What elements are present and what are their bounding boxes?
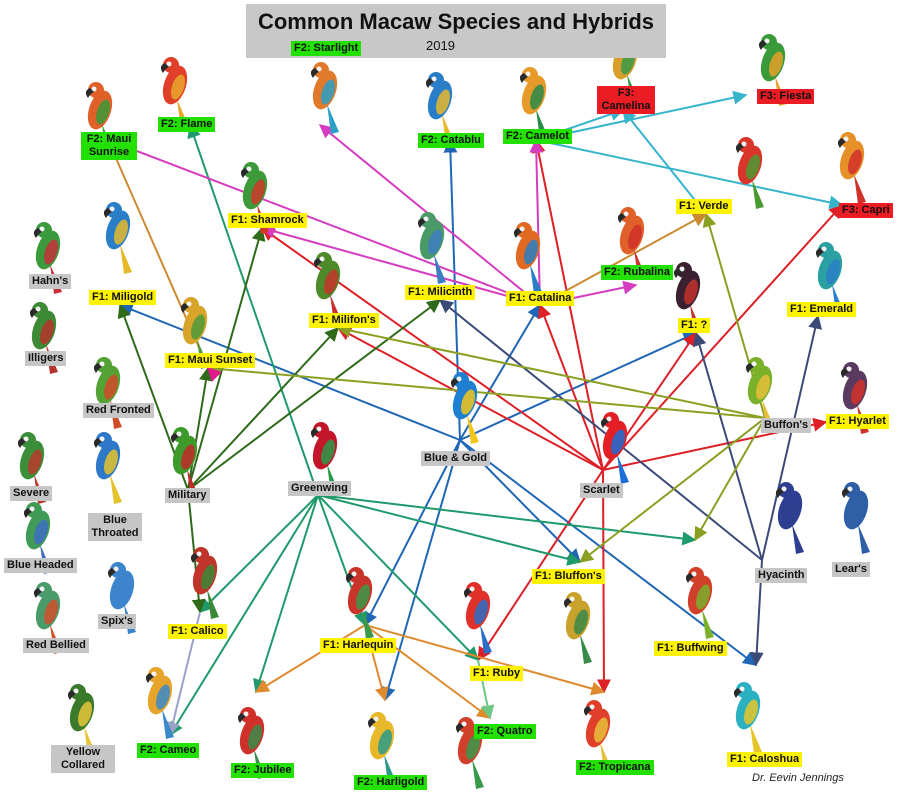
bird-scarlet-icon: [600, 412, 629, 484]
label-f3-camelina: F3: Camelina: [597, 86, 655, 114]
bird-hyacinth-icon: [775, 482, 804, 554]
bird-f1-verde-icon: [735, 137, 764, 209]
label-yellow-collared: Yellow Collared: [51, 745, 115, 773]
label-scarlet: Scarlet: [580, 483, 623, 498]
label-hyacinth: Hyacinth: [755, 568, 808, 583]
label-f2-jubilee: F2: Jubilee: [231, 763, 295, 778]
label-f3-fiesta: F3: Fiesta: [757, 89, 815, 104]
label-f1-miligold: F1: Miligold: [89, 290, 157, 305]
label-f1-verde: F1: Verde: [676, 199, 732, 214]
bird-f1-ruby-icon: [463, 582, 492, 654]
label-f1-unknown: F1: ?: [678, 318, 711, 333]
bird-f1-miligold-icon: [103, 202, 132, 274]
label-f2-tropicana: F2: Tropicana: [576, 760, 654, 775]
label-f1-emerald: F1: Emerald: [787, 302, 856, 317]
bird-f1-milifons-icon: [313, 252, 342, 324]
bird-f2-harligold-icon: [367, 712, 396, 784]
label-severe: Severe: [10, 486, 53, 501]
label-f2-catablu: F2: Catablu: [418, 133, 484, 148]
bird-f1-catalina-icon: [513, 222, 542, 294]
label-lears: Lear's: [832, 562, 870, 577]
label-f1-bluffons: F1: Bluffon's: [532, 569, 605, 584]
label-red-fronted: Red Fronted: [83, 403, 154, 418]
label-blue-throated: Blue Throated: [88, 513, 142, 541]
bird-f2-quatro-icon: [455, 717, 484, 789]
label-f2-harligold: F2: Harligold: [354, 775, 428, 790]
label-f2-maui-sunrise: F2: Maui Sunrise: [81, 132, 137, 160]
label-f1-buffwing: F1: Buffwing: [654, 641, 727, 656]
bird-f2-starlight-icon: [310, 62, 339, 134]
label-f1-hyarlet: F1: Hyarlet: [826, 414, 889, 429]
bird-f1-buffwing-icon: [685, 567, 714, 639]
bird-blue-throated-icon: [93, 432, 122, 504]
label-f1-milicinth: F1: Milicinth: [405, 285, 476, 300]
label-f2-rubalina: F2: Rubalina: [601, 265, 674, 280]
label-f3-capri: F3: Capri: [839, 203, 893, 218]
label-f2-quatro: F2: Quatro: [474, 724, 536, 739]
author-credit: Dr. Eevin Jennings: [752, 772, 844, 784]
label-spixs: Spix's: [98, 614, 136, 629]
label-hahns: Hahn's: [29, 274, 72, 289]
label-blue-gold: Blue & Gold: [421, 451, 490, 466]
bird-f1-milicinth-icon: [417, 212, 446, 284]
bird-f1-calico-icon: [190, 547, 219, 619]
label-military: Military: [165, 488, 210, 503]
label-f1-shamrock: F1: Shamrock: [228, 213, 307, 228]
label-buffons: Buffon's: [761, 418, 812, 433]
label-f2-flame: F2: Flame: [158, 117, 216, 132]
bird-f1-shamrock-icon: [240, 162, 269, 234]
bird-f1-maui-sunset-icon: [180, 297, 209, 369]
bird-f2-jubilee-icon: [237, 707, 266, 779]
label-f1-catalina: F1: Catalina: [506, 291, 575, 306]
page-title: Common Macaw Species and Hybrids: [257, 9, 655, 34]
label-f1-caloshua: F1: Caloshua: [727, 752, 803, 767]
label-blue-headed: Blue Headed: [4, 558, 77, 573]
bird-f2-catablu-icon: [425, 72, 454, 144]
bird-f1-harlequin-icon: [345, 567, 374, 639]
bird-f2-cameo-icon: [145, 667, 174, 739]
bird-f1-bluffons-icon: [563, 592, 592, 664]
bird-f1-caloshua-icon: [733, 682, 762, 754]
label-f2-camelot: F2: Camelot: [503, 129, 572, 144]
bird-lears-icon: [841, 482, 870, 554]
label-f1-harlequin: F1: Harlequin: [320, 638, 397, 653]
label-f1-calico: F1: Calico: [168, 624, 227, 639]
label-f2-starlight: F2: Starlight: [291, 41, 362, 56]
bird-red-fronted-icon: [93, 357, 122, 429]
bird-f1-emerald-icon: [815, 242, 844, 314]
bird-f3-capri-icon: [837, 132, 866, 204]
label-f1-maui-sunset: F1: Maui Sunset: [165, 353, 256, 368]
label-f1-ruby: F1: Ruby: [470, 666, 524, 681]
bird-f1-unknown-icon: [673, 262, 702, 334]
label-red-bellied: Red Bellied: [23, 638, 89, 653]
label-greenwing: Greenwing: [288, 481, 351, 496]
title-year: 2019: [426, 38, 455, 53]
bird-blue-gold-icon: [450, 372, 479, 444]
label-f1-milifons: F1: Milifon's: [309, 313, 379, 328]
label-illigers: Illigers: [25, 351, 67, 366]
label-f2-cameo: F2: Cameo: [137, 743, 200, 758]
